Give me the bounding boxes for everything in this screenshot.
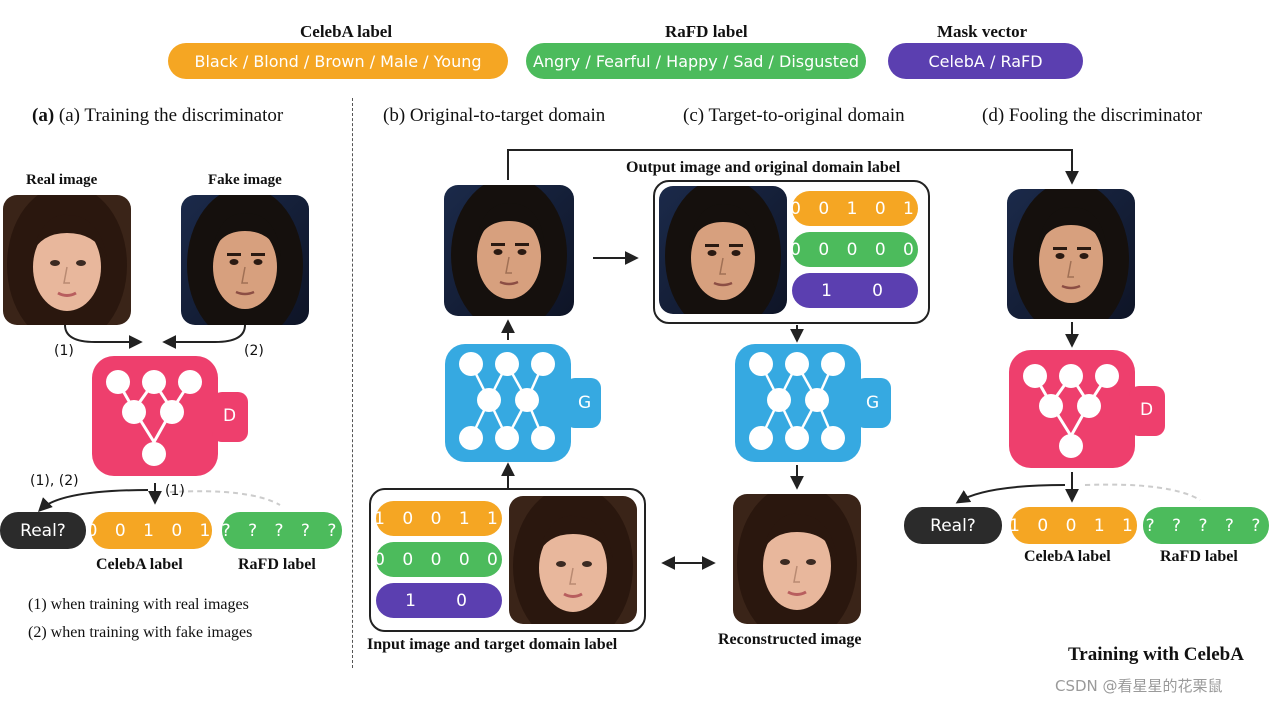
training-caption: Training with CelebA bbox=[1068, 644, 1244, 665]
section-b-title: (b) Original-to-target domain bbox=[383, 105, 605, 127]
celeba-legend-title: CelebA label bbox=[300, 22, 393, 41]
in-rafd-pill: 0 0 0 0 0 bbox=[374, 542, 502, 577]
celeba-output-pill-d: 1 0 0 1 1 bbox=[1009, 507, 1137, 544]
section-a-text: (a) Training the discriminator bbox=[58, 105, 284, 126]
reconstructed-caption: Reconstructed image bbox=[718, 631, 862, 648]
celeba-caption-a: CelebA label bbox=[96, 556, 183, 573]
section-c-text: (c) Target-to-original domain bbox=[683, 105, 905, 126]
section-c-title: (c) Target-to-original domain bbox=[683, 105, 905, 127]
rafd-caption-d: RaFD label bbox=[1160, 548, 1238, 565]
input-frame bbox=[369, 488, 646, 632]
discriminator-block-d bbox=[1007, 346, 1167, 472]
rafd-legend-title: RaFD label bbox=[665, 22, 748, 41]
discriminator-block-a bbox=[90, 352, 250, 482]
rafd-caption-a: RaFD label bbox=[238, 556, 316, 573]
fooling-face-image bbox=[1007, 189, 1135, 319]
note-real: (1) when training with real images bbox=[28, 596, 249, 613]
g-letter-b: G bbox=[578, 393, 592, 413]
real-image-caption: Real image bbox=[26, 172, 98, 188]
section-d-title: (d) Fooling the discriminator bbox=[982, 105, 1202, 127]
path-2-label: (2) bbox=[244, 343, 264, 359]
path-12-label: (1), (2) bbox=[30, 473, 79, 489]
real-face-image bbox=[3, 195, 131, 325]
real-question-pill-a: Real? bbox=[0, 512, 86, 549]
path-1-label: (1) bbox=[54, 343, 74, 359]
g-letter-c: G bbox=[866, 393, 880, 413]
reconstructed-face-image bbox=[733, 494, 861, 624]
output-caption: Output image and original domain label bbox=[626, 159, 901, 176]
in-celeba-pill: 1 0 0 1 1 bbox=[374, 501, 502, 536]
rafd-legend-pill: Angry / Fearful / Happy / Sad / Disguste… bbox=[526, 43, 866, 79]
watermark: CSDN @看星星的花栗鼠 bbox=[1055, 677, 1223, 695]
rafd-output-pill-a: ? ? ? ? ? bbox=[222, 512, 342, 549]
output-face-image bbox=[659, 186, 787, 314]
out-mask-pill: 1 0 bbox=[792, 273, 918, 308]
section-d-text: (d) Fooling the discriminator bbox=[982, 105, 1203, 126]
celeba-output-pill-a: 0 0 1 0 1 bbox=[87, 512, 212, 549]
section-divider bbox=[352, 98, 353, 668]
input-caption: Input image and target domain label bbox=[367, 636, 618, 653]
generator-block-b bbox=[443, 342, 603, 464]
out-celeba-pill: 0 0 1 0 1 bbox=[790, 191, 918, 226]
fake-image-caption: Fake image bbox=[208, 172, 282, 188]
celeba-legend-pill: Black / Blond / Brown / Male / Young bbox=[168, 43, 508, 79]
path-1b-label: (1) bbox=[165, 483, 185, 499]
in-mask-pill: 1 0 bbox=[376, 583, 502, 618]
d-letter-d: D bbox=[1140, 400, 1154, 420]
d-letter-a: D bbox=[223, 406, 237, 426]
generator-block-c bbox=[733, 342, 893, 464]
translated-face-image bbox=[444, 185, 574, 316]
input-face-image bbox=[509, 496, 637, 624]
section-b-text: (b) Original-to-target domain bbox=[383, 105, 606, 126]
section-a-title: (a) (a) Training the discriminator bbox=[32, 105, 284, 126]
rafd-output-pill-d: ? ? ? ? ? bbox=[1143, 507, 1269, 544]
note-fake: (2) when training with fake images bbox=[28, 624, 253, 641]
out-rafd-pill: 0 0 0 0 0 bbox=[790, 232, 918, 267]
fake-face-image bbox=[181, 195, 309, 325]
mask-legend-pill: CelebA / RaFD bbox=[888, 43, 1083, 79]
celeba-caption-d: CelebA label bbox=[1024, 548, 1111, 565]
mask-legend-title: Mask vector bbox=[937, 22, 1028, 41]
output-frame bbox=[653, 180, 930, 324]
real-question-pill-d: Real? bbox=[904, 507, 1002, 544]
